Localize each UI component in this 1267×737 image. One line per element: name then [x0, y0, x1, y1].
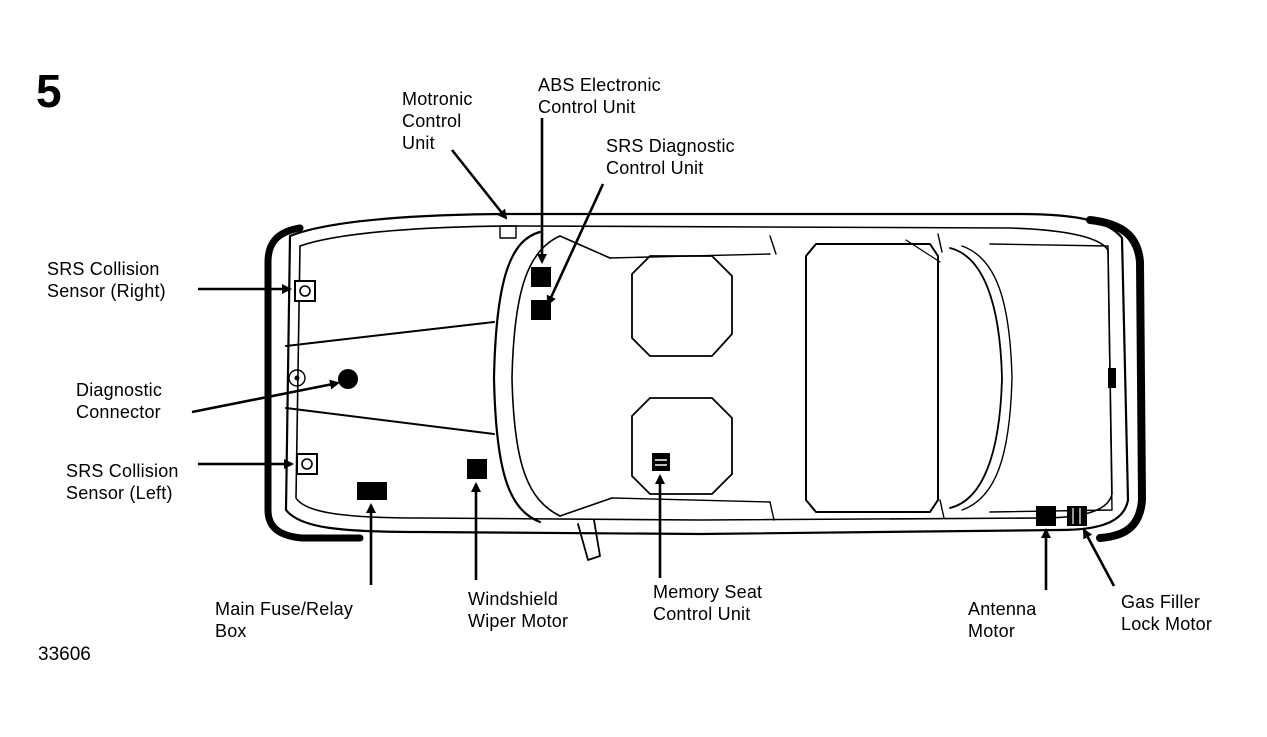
a-pillar-bottom [559, 497, 613, 517]
windshield-inner [511, 235, 561, 517]
gas-filler-motor-component [1067, 506, 1087, 526]
rear-window-outer [949, 247, 1003, 509]
hood-emblem-center [294, 375, 300, 381]
components [288, 267, 1087, 526]
diagnostic-connector-component [338, 369, 358, 389]
label-srs-collision-sensor-left: SRS Collision Sensor (Left) [66, 461, 179, 503]
tail-light-marker [1108, 368, 1116, 388]
outer-body-line [284, 212, 1130, 536]
sunroof-panel [805, 243, 939, 513]
srs-sensor-left-component [296, 453, 318, 475]
label-windshield-wiper-motor: Windshield Wiper Motor [468, 589, 569, 631]
label-srs-collision-sensor-right: SRS Collision Sensor (Right) [47, 259, 166, 301]
door-seam-top-2 [937, 233, 943, 253]
label-main-fuse-relay-box: Main Fuse/Relay Box [215, 599, 354, 641]
hood-line-upper [285, 321, 495, 347]
front-seat-right [631, 255, 733, 357]
trunk-lid [989, 243, 1113, 513]
rear-window-inner [961, 245, 1013, 511]
door-seam-bottom [769, 501, 775, 521]
label-srs-diagnostic-control-unit: SRS Diagnostic Control Unit [606, 136, 735, 178]
memory-seat-unit-component [652, 453, 670, 471]
label-diagnostic-connector: Diagnostic Connector [76, 380, 163, 422]
car-body [264, 212, 1146, 561]
windshield-outer [492, 230, 542, 524]
srs-sensor-right-component [294, 280, 316, 302]
label-antenna-motor: Antenna Motor [968, 599, 1037, 641]
front-bumper [264, 224, 364, 542]
srs-sensor-right-dot [299, 285, 311, 297]
main-fuse-box-component [357, 482, 387, 500]
leader-lines [191, 118, 1116, 590]
gas-filler-leader [1082, 528, 1116, 587]
roof-front-edge-lower [611, 497, 771, 503]
figure-id: 33606 [38, 644, 91, 665]
wiper-motor-component [467, 459, 487, 479]
rear-bumper [1086, 216, 1146, 542]
hood-emblem [288, 369, 306, 387]
label-abs-electronic-control-unit: ABS Electronic Control Unit [538, 75, 661, 117]
motronic-housing [499, 225, 517, 239]
front-seat-left [631, 397, 733, 495]
hood-line-lower [285, 407, 495, 435]
motronic-leader [450, 149, 508, 220]
label-memory-seat-control-unit: Memory Seat Control Unit [653, 582, 763, 624]
inner-body-line [295, 225, 1113, 521]
label-gas-filler-lock-motor: Gas Filler Lock Motor [1121, 592, 1213, 634]
sunroof-seam [905, 239, 941, 263]
a-pillar-top [559, 235, 611, 259]
door-seam-top [769, 235, 777, 255]
figure-number: 5 [36, 65, 62, 117]
abs-control-unit-component [531, 267, 551, 287]
diag-connector-leader [191, 379, 340, 414]
door-seam-bottom-2 [939, 499, 945, 519]
srs-diagnostic-unit-component [531, 300, 551, 320]
antenna-motor-component [1036, 506, 1056, 526]
side-mirror [577, 519, 601, 561]
label-motronic-control-unit: Motronic Control Unit [402, 89, 473, 153]
srs-sensor-left-dot [301, 458, 313, 470]
srs-diagnostic-leader [546, 183, 605, 306]
